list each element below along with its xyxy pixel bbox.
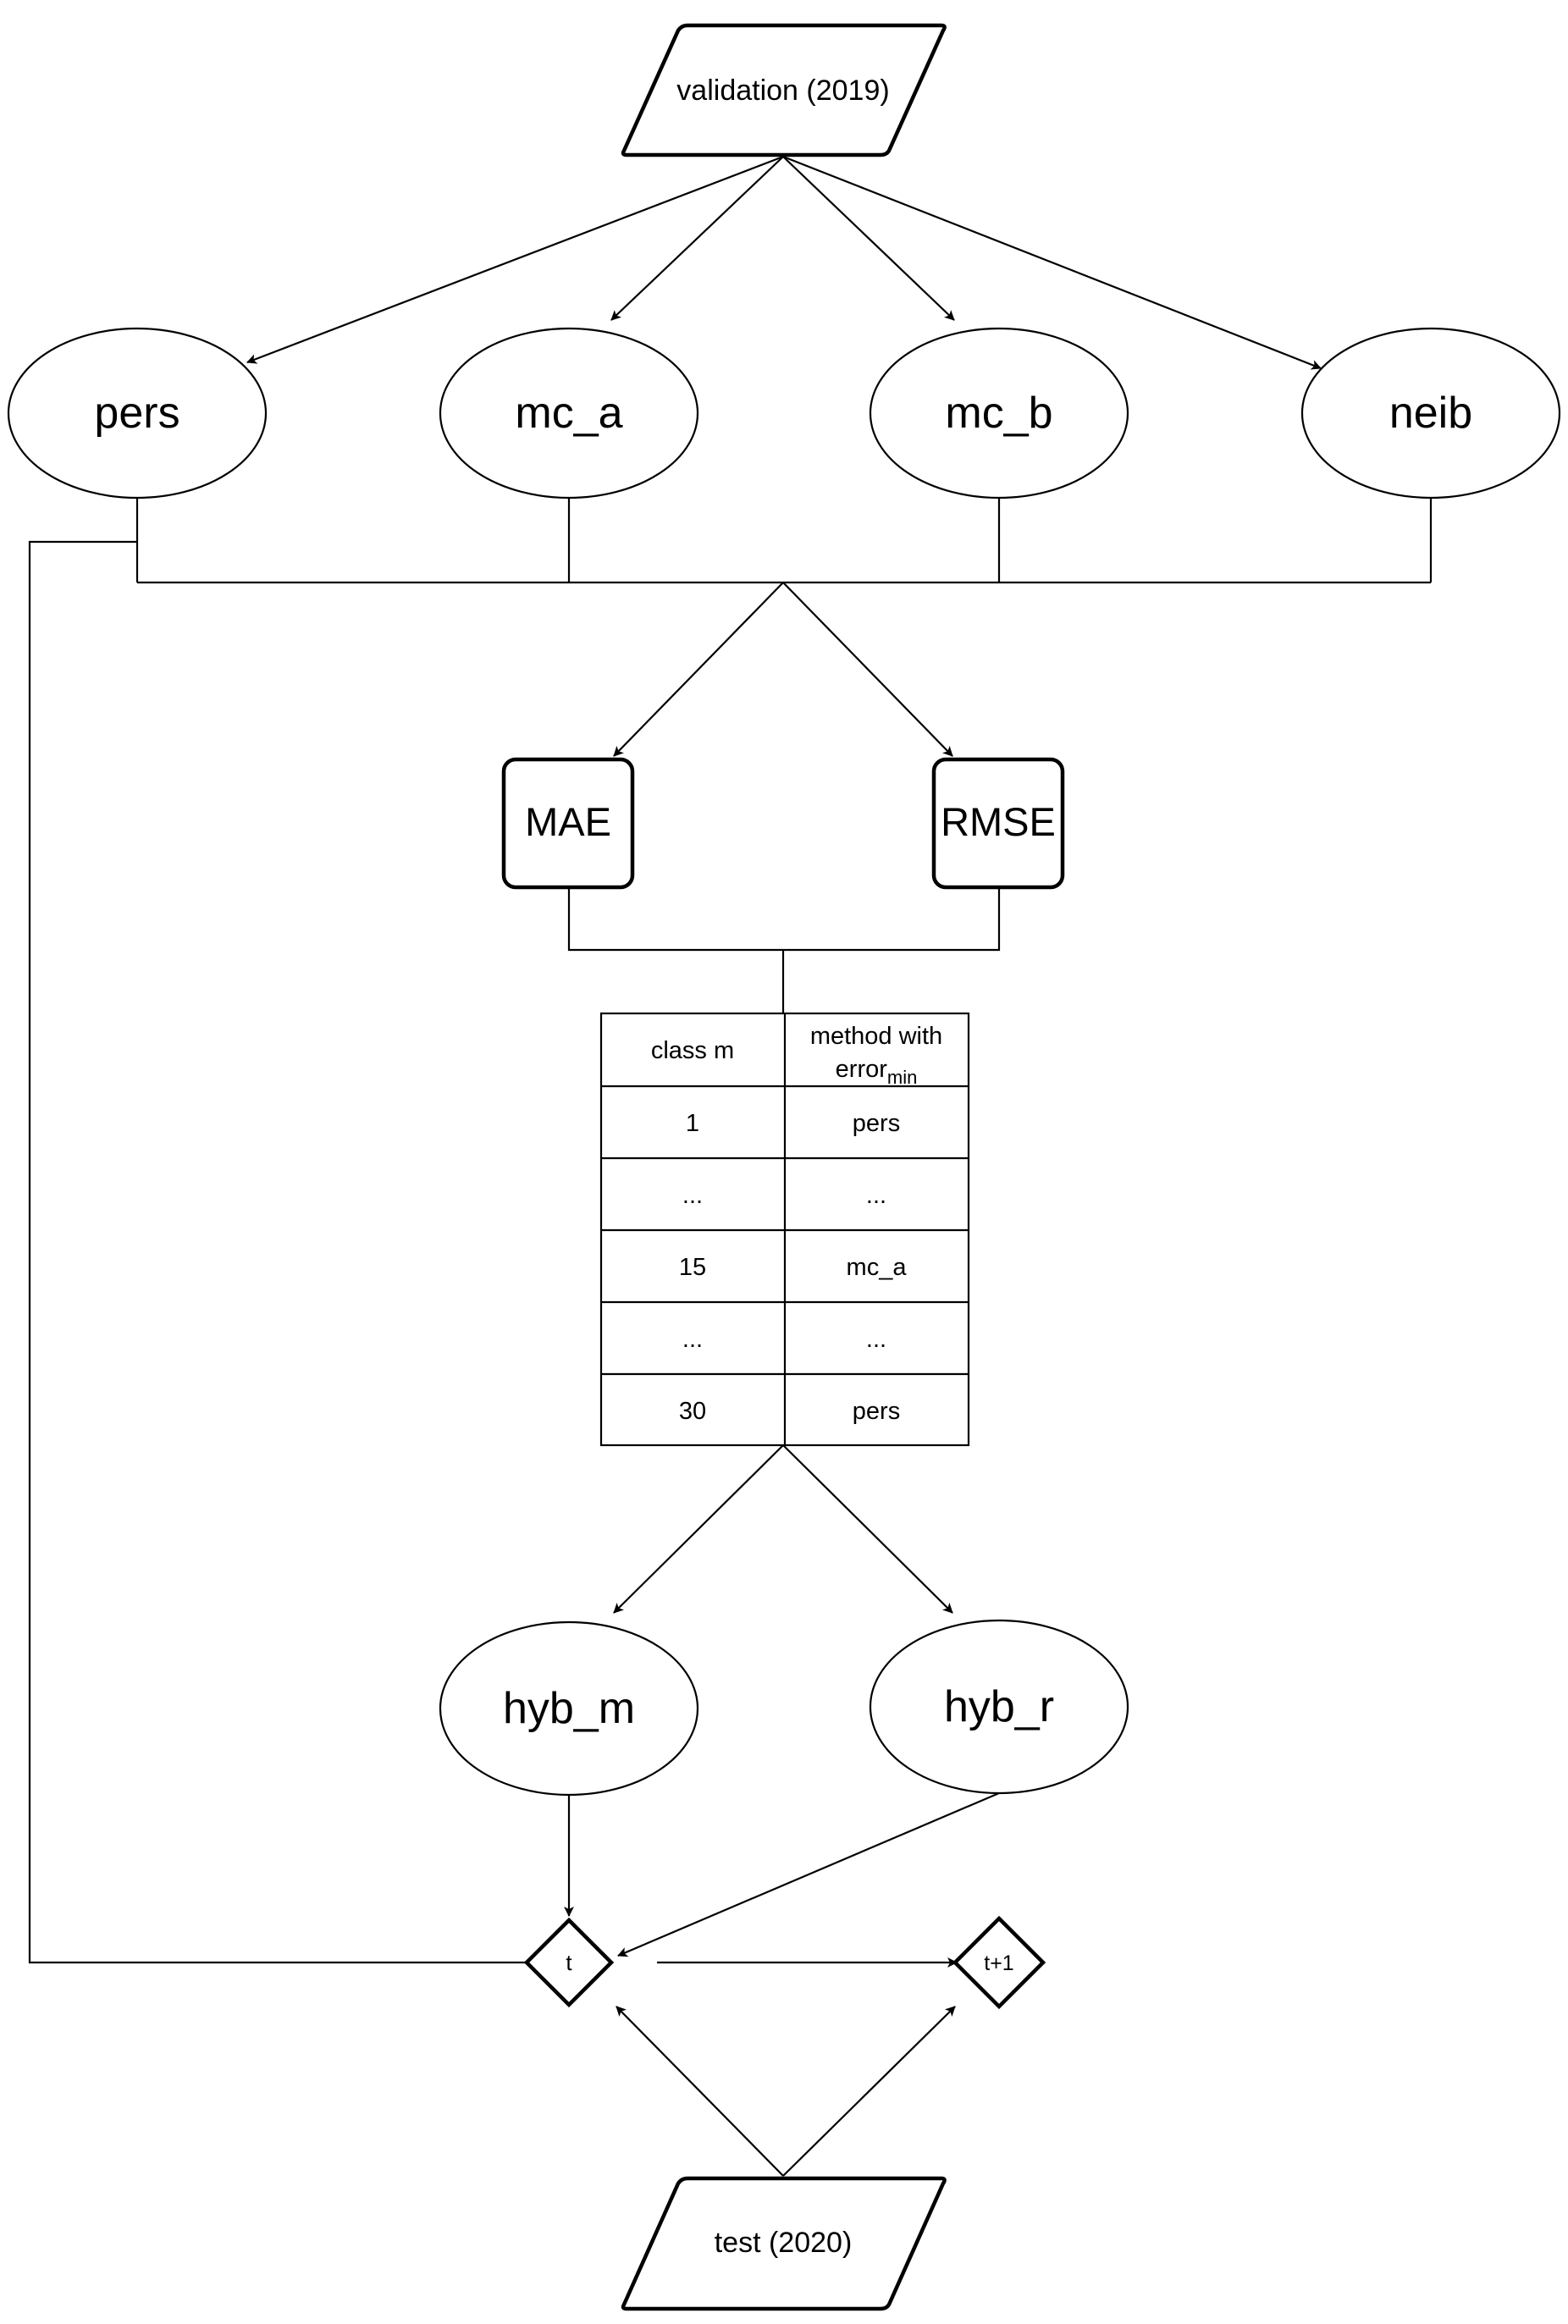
metrics-bus [567,887,1001,1013]
neib-label: neib [1389,389,1472,438]
hyb-r-ellipse [869,1619,1129,1795]
hyb-m-node: hyb_m [439,1620,699,1797]
t-diamond [523,1917,615,2008]
edge-bus-mae [613,582,784,757]
mae-label: MAE [525,799,611,844]
table-cell-class: ... [682,1326,703,1353]
hyb-m-ellipse [439,1620,699,1797]
model-node-mc-a: mc_a [439,327,699,500]
mc-a-label: mc_a [515,389,622,438]
model-node-neib: neib [1300,327,1561,500]
t-plus-1-label: t+1 [984,1951,1013,1975]
table-cell-class: 1 [686,1110,699,1137]
test-label: test (2020) [715,2227,853,2259]
mae-box [501,757,635,890]
edge-validation-pers [246,155,784,364]
t-label: t [566,1950,572,1975]
edge-hyb-r-t [617,1791,1000,1957]
mc-a-ellipse [439,327,699,500]
validation-shape [621,23,947,157]
model-node-mc-b: mc_b [869,327,1129,500]
class-method-table: class m method with errormin 1 pers ... … [599,1012,970,1447]
table-cell-method: ... [866,1326,886,1353]
mc-b-ellipse [869,327,1129,500]
table-cell-method: pers [853,1398,900,1425]
edge-validation-mc-a [610,156,784,321]
pers-ellipse [7,327,268,500]
table-cell-class: ... [682,1182,703,1209]
table-cell-class: 15 [679,1254,706,1281]
test-shape [621,2176,947,2311]
edge-bus-rmse [782,582,953,757]
t-plus-1-diamond [952,1915,1046,2010]
mc-b-label: mc_b [945,389,1052,438]
rmse-label: RMSE [941,799,1056,844]
table-header-class: class m [651,1037,734,1064]
edge-validation-mc-b [782,156,955,321]
hyb-r-node: hyb_r [869,1619,1129,1795]
table-header-error-text: error [836,1056,888,1083]
table-cell-class: 30 [679,1398,706,1425]
validation-label: validation (2019) [676,75,889,107]
table-header-error-subscript: min [887,1067,917,1088]
edge-test-t-plus-1 [782,2006,956,2177]
hyb-m-label: hyb_m [503,1684,635,1733]
edge-pers-t [28,540,543,1968]
rmse-box [931,757,1065,890]
t-plus-1-node: t+1 [952,1915,1046,2010]
table-header-error: errormin [836,1056,918,1088]
neib-ellipse [1300,327,1561,500]
t-node: t [523,1917,615,2008]
validation-node: validation (2019) [621,23,947,157]
models-bus [135,498,1433,584]
model-node-pers: pers [7,327,268,500]
test-node: test (2020) [621,2176,947,2311]
edge-test-t [616,2006,784,2177]
edge-table-hyb-r [782,1444,953,1614]
edges [28,155,1433,2177]
table-cell-method: mc_a [847,1254,908,1281]
table-cell-method: pers [853,1110,900,1137]
mae-node: MAE [501,757,635,890]
table-header-method: method with [810,1023,942,1050]
hyb-r-label: hyb_r [944,1682,1054,1731]
edge-table-hyb-m [613,1444,784,1614]
table-cell-method: ... [866,1182,886,1209]
pers-label: pers [94,389,179,438]
edge-validation-neib [782,155,1322,370]
rmse-node: RMSE [931,757,1065,890]
